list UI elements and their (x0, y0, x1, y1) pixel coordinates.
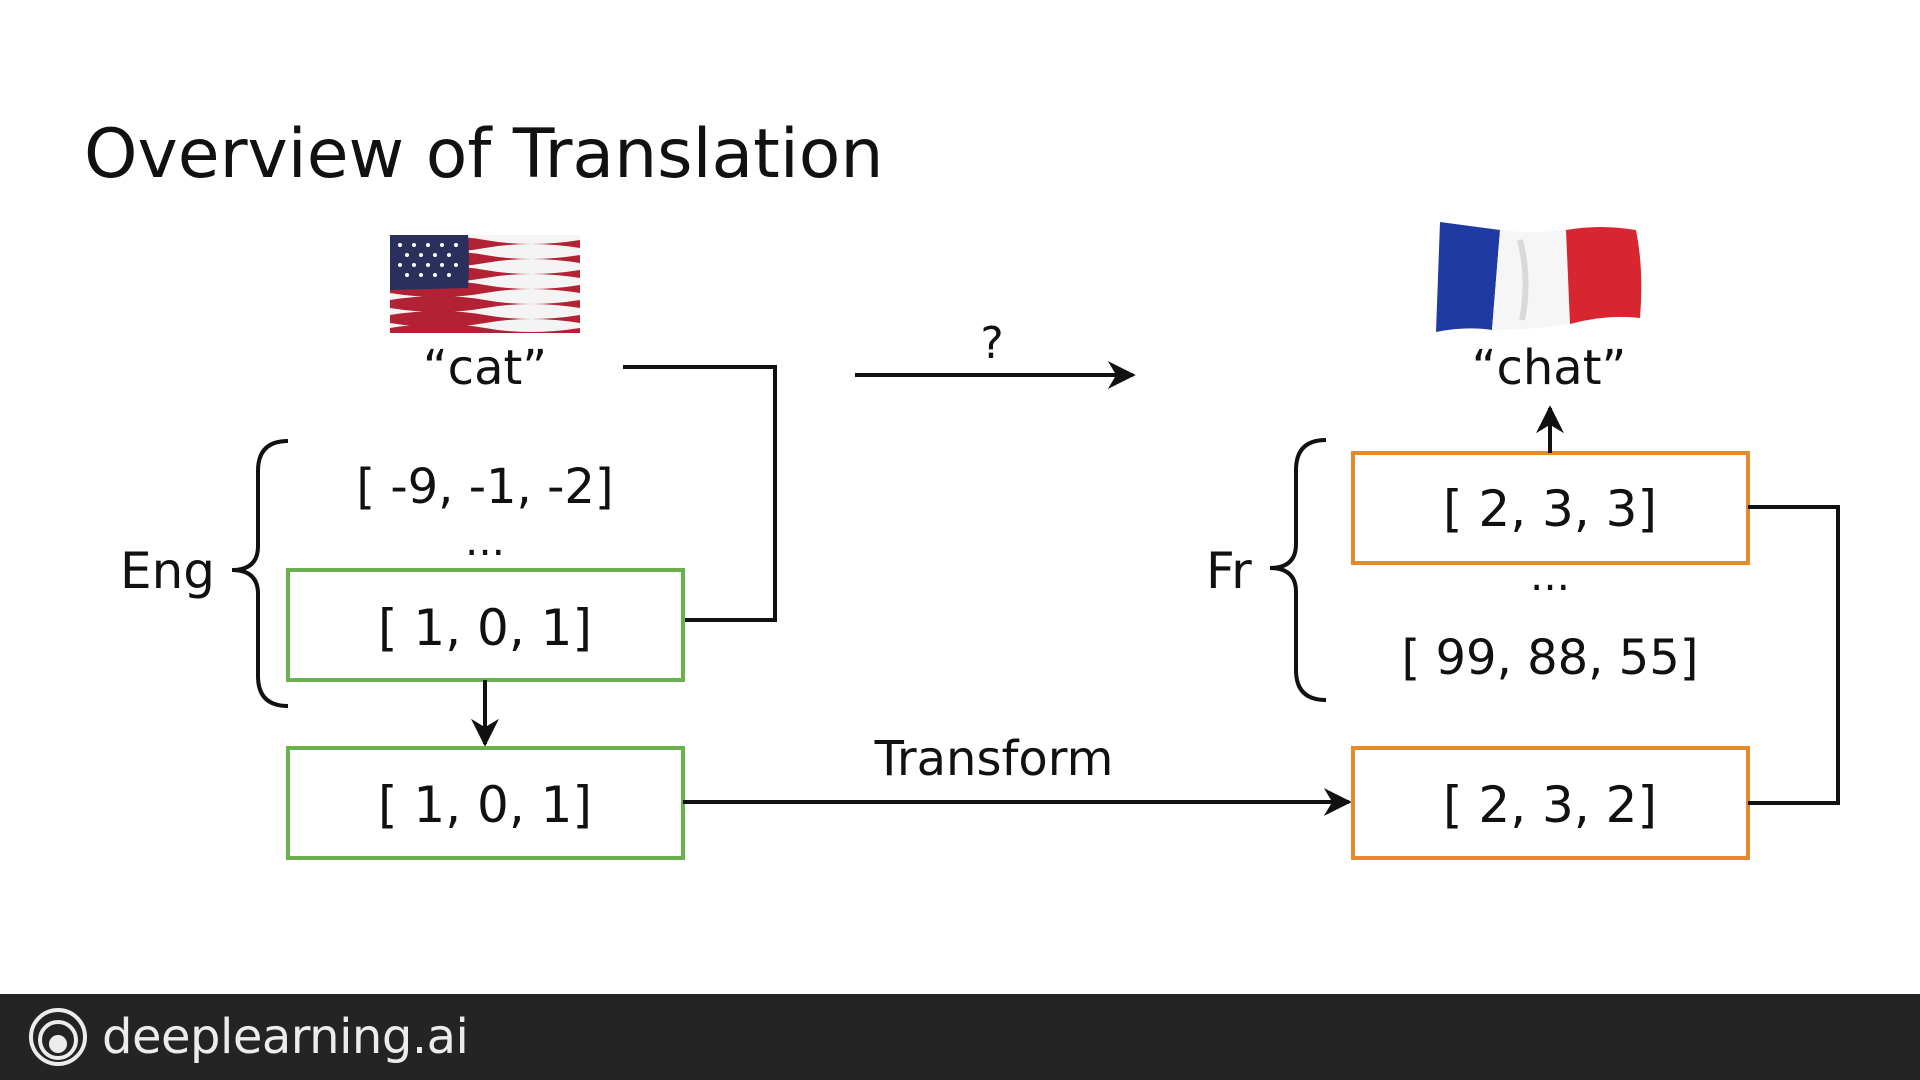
english-selected-vector: [ 1, 0, 1] (378, 599, 592, 657)
brand-name: deeplearning.ai (102, 1009, 469, 1065)
english-word: “cat” (423, 340, 547, 396)
footer-bar: deeplearning.ai (0, 994, 1920, 1080)
deeplearning-logo-icon (29, 1008, 87, 1066)
french-nearest-vector: [ 2, 3, 3] (1443, 480, 1657, 538)
slide: Overview of Translation “cat” “chat” ? E… (84, 115, 1840, 860)
page-title: Overview of Translation (84, 115, 883, 194)
english-input-vector: [ 1, 0, 1] (378, 776, 592, 834)
french-vector-bottom: [ 99, 88, 55] (1402, 630, 1699, 686)
nearest-neighbor-connector (1748, 505, 1840, 805)
translation-diagram: Overview of Translation “cat” “chat” ? E… (84, 115, 1840, 860)
french-group-label: Fr (1206, 542, 1252, 600)
english-ellipsis: ... (465, 516, 505, 565)
french-word: “chat” (1472, 340, 1627, 396)
cat-to-vector-connector (623, 365, 777, 622)
us-flag-icon (390, 235, 580, 333)
english-group-label: Eng (120, 542, 215, 600)
transform-label: Transform (874, 731, 1114, 787)
french-transformed-vector: [ 2, 3, 2] (1443, 776, 1657, 834)
french-ellipsis: ... (1530, 551, 1570, 600)
english-vector-top: [ -9, -1, -2] (356, 459, 613, 515)
fr-flag-icon (1436, 222, 1642, 332)
french-brace (1269, 438, 1327, 702)
question-label: ? (980, 318, 1003, 369)
english-brace (231, 439, 289, 708)
